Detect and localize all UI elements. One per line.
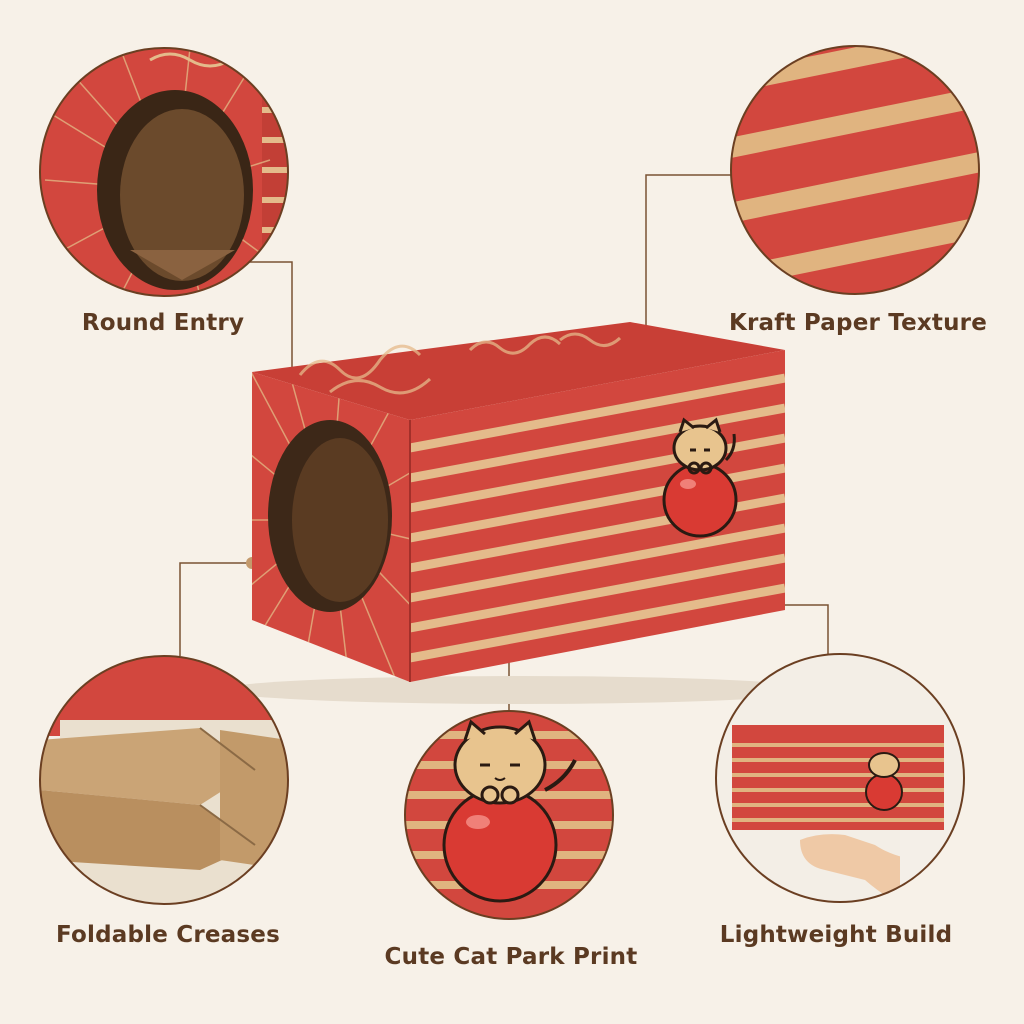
cardboard-tunnel-box bbox=[220, 322, 820, 704]
caption-round-entry: Round Entry bbox=[81, 310, 245, 336]
round-entry-detail-circle bbox=[39, 47, 289, 297]
box-top-face bbox=[252, 322, 785, 420]
box-cat-print bbox=[662, 417, 738, 538]
caption-cat-print: Cute Cat Park Print bbox=[384, 944, 638, 970]
lightweight-detail-circle bbox=[715, 653, 965, 903]
cat-print-detail-circle bbox=[404, 710, 614, 920]
caption-lightweight: Lightweight Build bbox=[719, 922, 953, 948]
caption-foldable-creases: Foldable Creases bbox=[56, 922, 280, 948]
kraft-texture-detail-circle bbox=[730, 45, 980, 295]
foldable-creases-detail-circle bbox=[39, 655, 289, 905]
caption-kraft-texture: Kraft Paper Texture bbox=[728, 310, 988, 336]
cat-illustration bbox=[442, 719, 577, 903]
